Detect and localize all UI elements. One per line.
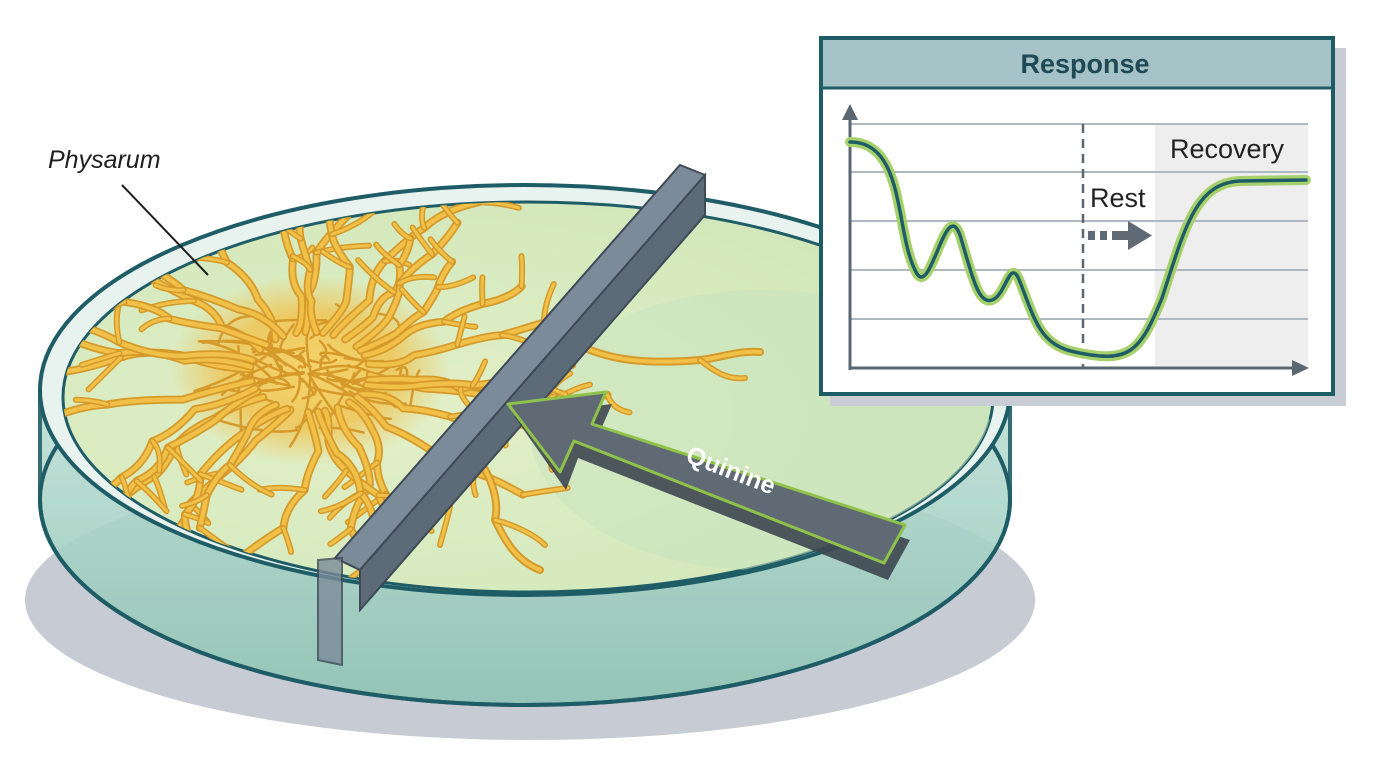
x-axis-arrowhead xyxy=(1292,360,1309,376)
barrier-side-face xyxy=(359,172,706,613)
rest-label: Rest xyxy=(1090,183,1146,213)
graph-axes xyxy=(842,104,1309,376)
rest-arrow-icon xyxy=(1088,221,1152,250)
arrow-body xyxy=(506,390,907,565)
quinine-barrier xyxy=(317,163,707,667)
panel-header xyxy=(823,40,1331,88)
response-curve xyxy=(848,140,1308,358)
response-panel: Response Rest Recovery xyxy=(819,36,1346,406)
physarum-leader-line xyxy=(121,184,209,276)
panel-title: Response xyxy=(1020,49,1149,79)
recovery-label: Recovery xyxy=(1170,134,1285,164)
physarum-label: Physarum xyxy=(48,146,161,174)
barrier-front-post xyxy=(317,556,343,667)
physarum-callout: Physarum xyxy=(48,146,209,276)
y-axis-arrowhead xyxy=(842,104,858,120)
